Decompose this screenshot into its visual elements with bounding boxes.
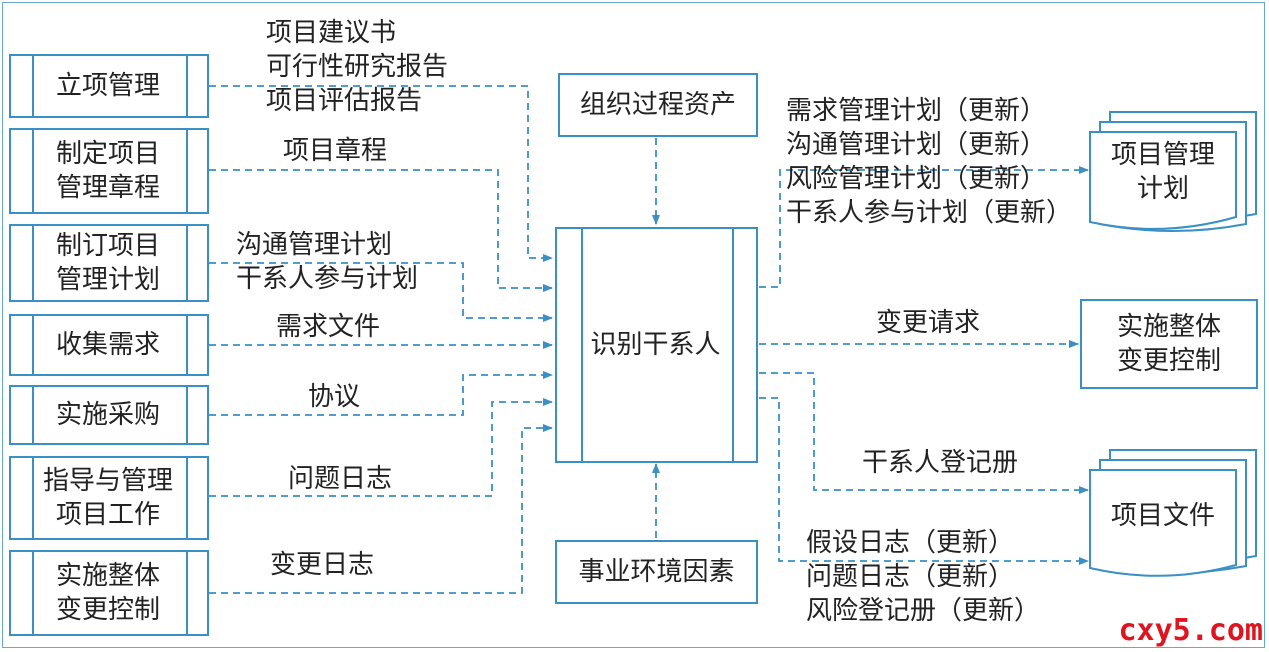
- flow-label: 需求文件: [276, 312, 381, 342]
- flow-label: 沟通管理计划（更新）: [786, 130, 1047, 160]
- arrow-pm-plan: [209, 262, 553, 322]
- arrow-direct-manage-work: [209, 398, 553, 497]
- process-project-initiation: 立项管理: [9, 54, 209, 118]
- flow-label: 项目建议书: [266, 18, 397, 48]
- flow-label: 风险管理计划（更新）: [786, 164, 1047, 194]
- flow-label: 问题日志: [288, 464, 393, 494]
- flow-label: 变更请求: [876, 308, 981, 338]
- arrow-conduct-procurements: [209, 371, 553, 416]
- flow-label: 协议: [308, 382, 361, 412]
- project-management-plan-label: 项目管理 计划: [1110, 140, 1215, 204]
- arrow-project-docs: [759, 397, 1089, 565]
- arrow-project-charter: [209, 169, 553, 292]
- process-identify-stakeholders: 识别干系人: [555, 227, 758, 463]
- flow-label: 可行性研究报告: [266, 52, 449, 82]
- process-label: 制定项目 管理章程: [55, 139, 160, 203]
- project-documents-doc: [1089, 449, 1257, 577]
- process-label: 指导与管理 项目工作: [42, 466, 173, 530]
- flow-label: 项目评估报告: [266, 86, 423, 116]
- flow-label: 变更日志: [270, 550, 375, 580]
- process-integrated-change-control-in: 实施整体 变更控制: [9, 550, 209, 636]
- process-label: 实施整体 变更控制: [55, 561, 160, 625]
- label-group-plan-updates: 需求管理计划（更新） 沟通管理计划（更新） 风险管理计划（更新） 干系人参与计划…: [786, 94, 1072, 230]
- flow-label: 问题日志（更新）: [806, 562, 1015, 592]
- flow-label: 干系人登记册: [862, 448, 1019, 478]
- label-group-pm-plan: 沟通管理计划 干系人参与计划: [236, 228, 418, 296]
- process-label: 立项管理: [55, 71, 160, 101]
- process-label: 收集需求: [55, 330, 160, 360]
- label-group-initiation: 项目建议书 可行性研究报告 项目评估报告: [266, 16, 448, 118]
- label-group-document-updates: 假设日志（更新） 问题日志（更新） 风险登记册（更新）: [806, 526, 1040, 628]
- process-develop-pm-plan: 制订项目 管理计划: [9, 224, 209, 302]
- integrated-change-control-out: 实施整体 变更控制: [1080, 299, 1258, 389]
- enterprise-environmental-factors: 事业环境因素: [555, 540, 758, 604]
- process-conduct-procurements: 实施采购: [9, 385, 209, 445]
- flow-label: 假设日志（更新）: [806, 528, 1015, 558]
- flow-label: 干系人参与计划（更新）: [786, 198, 1073, 228]
- process-label: 制订项目 管理计划: [55, 231, 160, 295]
- arrow-project-initiation: [209, 85, 553, 262]
- arrow-stakeholder-register: [759, 372, 1089, 494]
- process-label: 实施采购: [55, 400, 160, 430]
- flow-label: 风险登记册（更新）: [806, 596, 1041, 626]
- project-documents-label: 项目文件: [1110, 501, 1215, 531]
- project-management-plan-doc: [1089, 111, 1257, 232]
- flow-label: 干系人参与计划: [236, 264, 419, 294]
- flow-label: 项目章程: [283, 136, 388, 166]
- watermark: cxy5.com: [1118, 613, 1264, 648]
- process-develop-charter: 制定项目 管理章程: [9, 128, 209, 214]
- process-collect-requirements: 收集需求: [9, 314, 209, 376]
- center-label: 识别干系人: [590, 330, 721, 360]
- flow-label: 沟通管理计划: [236, 230, 393, 260]
- organizational-process-assets: 组织过程资产: [558, 73, 758, 137]
- process-direct-manage-work: 指导与管理 项目工作: [9, 456, 209, 540]
- arrow-pm-plan-out: [759, 166, 1089, 288]
- flow-label: 需求管理计划（更新）: [786, 96, 1047, 126]
- arrow-integrated-change-control-in: [209, 424, 553, 594]
